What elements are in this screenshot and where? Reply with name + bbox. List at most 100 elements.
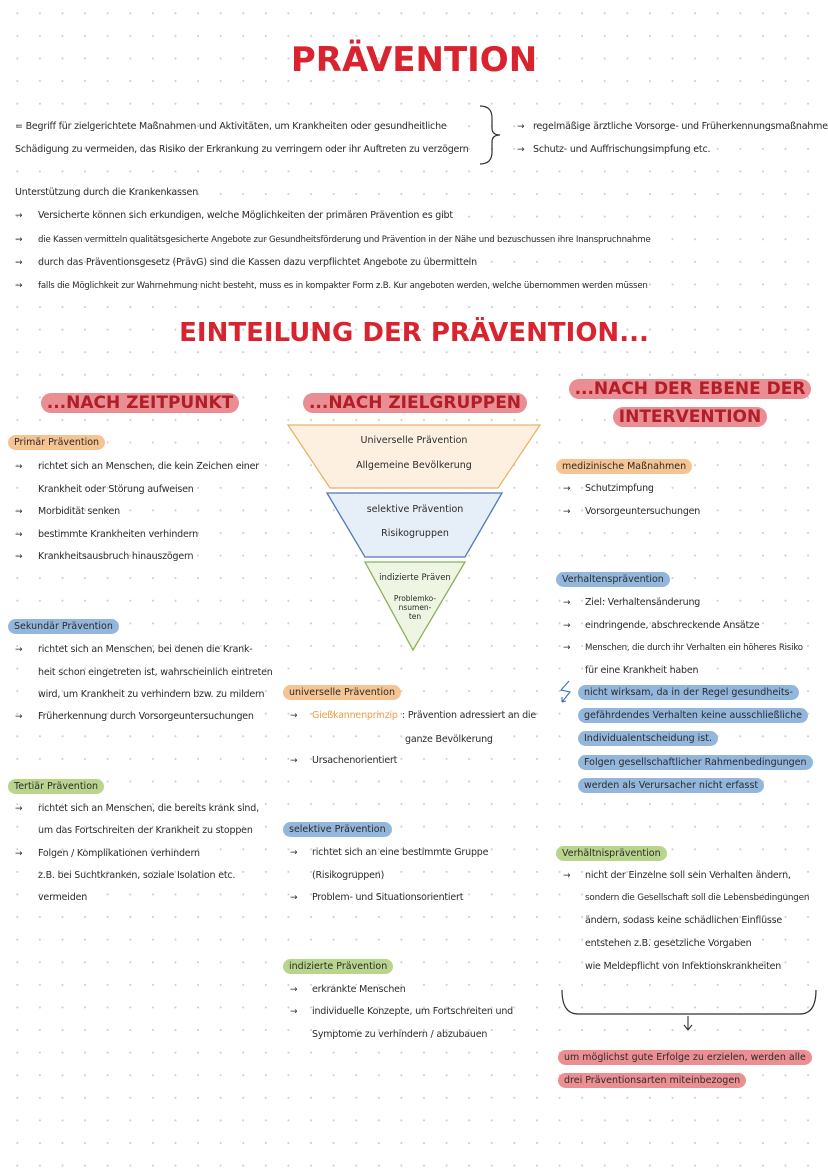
text-line: Krankheit oder Störung aufweisen bbox=[38, 484, 194, 495]
heading-zielgruppen: ...NACH ZIELGRUPPEN bbox=[290, 391, 540, 415]
text-line: für eine Krankheit haben bbox=[585, 665, 699, 676]
text-line: Ursachenorientiert bbox=[312, 755, 398, 766]
arrow-icon: → bbox=[15, 849, 23, 859]
arrow-icon: → bbox=[517, 145, 525, 155]
support-item: falls die Möglichkeit zur Wahrnehmung ni… bbox=[38, 281, 648, 291]
text-line: Folgen / Komplikationen verhindern bbox=[38, 848, 200, 859]
arrow-icon: → bbox=[15, 552, 23, 562]
text-line: Ziel: Verhaltensänderung bbox=[585, 597, 701, 608]
text-line: ändern, sodass keine schädlichen Einflüs… bbox=[585, 915, 783, 926]
pyramid-text: Risikogruppen bbox=[381, 528, 449, 539]
page-title: PRÄVENTION bbox=[290, 40, 538, 80]
section-title: EINTEILUNG DER PRÄVENTION... bbox=[179, 318, 649, 348]
label-indicated: indizierte Prävention bbox=[283, 959, 394, 974]
arrow-icon: → bbox=[15, 530, 23, 540]
arrow-icon: → bbox=[563, 643, 571, 653]
arrow-icon: → bbox=[517, 122, 525, 132]
text-line: ganze Bevölkerung bbox=[405, 734, 493, 745]
pyramid-level-universal bbox=[286, 424, 542, 489]
text-line: entstehen z.B. gesetzliche Vorgaben bbox=[585, 938, 752, 949]
text-line: wie Meldepflicht von Infektionskrankheit… bbox=[585, 961, 782, 972]
arrow-icon: → bbox=[15, 712, 23, 722]
text-line: richtet sich an Menschen, die bereits kr… bbox=[38, 803, 259, 814]
highlight-term: Gießkannenprinzip bbox=[312, 710, 398, 721]
text-line: richtet sich an Menschen, bei denen die … bbox=[38, 644, 253, 655]
label-medical: medizinische Maßnahmen bbox=[556, 459, 693, 474]
critique-line: nicht wirksam, da in der Regel gesundhei… bbox=[578, 685, 799, 700]
label-conditions: Verhältnisprävention bbox=[556, 846, 667, 861]
text-line: eindringende, abschreckende Ansätze bbox=[585, 620, 760, 631]
arrow-icon: → bbox=[563, 871, 571, 881]
arrow-icon: → bbox=[290, 848, 298, 858]
text-line: Menschen, die durch ihr Verhalten ein hö… bbox=[585, 643, 803, 653]
bracket-icon bbox=[479, 105, 501, 165]
pyramid-text: Allgemeine Bevölkerung bbox=[356, 460, 472, 471]
text-line: Krankheitsausbruch hinauszögern bbox=[38, 551, 194, 562]
arrow-icon: → bbox=[563, 598, 571, 608]
text-line: : Prävention adressiert an die bbox=[402, 710, 537, 721]
support-item: durch das Präventionsgesetz (PrävG) sind… bbox=[38, 257, 477, 268]
definition-line: = Begriff für zielgerichtete Maßnahmen u… bbox=[15, 121, 447, 132]
text-line: bestimmte Krankheiten verhindern bbox=[38, 529, 199, 540]
arrow-icon: → bbox=[15, 281, 23, 291]
text-line: nicht der Einzelne soll sein Verhalten ä… bbox=[585, 870, 791, 881]
arrow-icon: → bbox=[15, 507, 23, 517]
example-item: Schutz- und Auffrischungsimpfung etc. bbox=[533, 144, 711, 155]
text-line: individuelle Konzepte, um Fortschreiten … bbox=[312, 1006, 514, 1017]
arrow-icon: → bbox=[15, 235, 23, 245]
text-line: heit schon eingetreten ist, wahrscheinli… bbox=[38, 667, 273, 678]
support-heading: Unterstützung durch die Krankenkassen bbox=[15, 187, 199, 198]
text-line: Vorsorgeuntersuchungen bbox=[585, 506, 701, 517]
support-item: Versicherte können sich erkundigen, welc… bbox=[38, 210, 453, 221]
pyramid-text: Problemko- bbox=[393, 594, 437, 603]
text-line: Früherkennung durch Vorsorgeuntersuchung… bbox=[38, 711, 254, 722]
arrow-icon: → bbox=[15, 211, 23, 221]
definition-line: Schädigung zu vermeiden, das Risiko der … bbox=[15, 144, 469, 155]
arrow-icon: → bbox=[563, 621, 571, 631]
label-secondary: Sekundär Prävention bbox=[8, 619, 119, 634]
pyramid-text: indizierte Präven bbox=[379, 573, 451, 583]
text-line: Problem- und Situationsorientiert bbox=[312, 892, 464, 903]
text-line: Schutzimpfung bbox=[585, 483, 654, 494]
critique-line: Folgen gesellschaftlicher Rahmenbedingun… bbox=[578, 755, 813, 770]
critique-line: gefährdendes Verhalten keine ausschließl… bbox=[578, 708, 808, 723]
text-line: z.B. bei Suchtkranken, soziale Isolation… bbox=[38, 870, 236, 881]
text-line: richtet sich an Menschen, die kein Zeich… bbox=[38, 461, 259, 472]
heading-ebene: INTERVENTION bbox=[555, 405, 825, 429]
pyramid-text: nsumen- bbox=[398, 603, 432, 612]
arrow-icon: → bbox=[290, 893, 298, 903]
arrow-icon: → bbox=[290, 985, 298, 995]
label-universal: universelle Prävention bbox=[283, 685, 401, 700]
arrow-icon: → bbox=[290, 756, 298, 766]
arrow-icon: → bbox=[563, 507, 571, 517]
critique-line: Individualentscheidung ist. bbox=[578, 731, 718, 746]
arrow-icon: → bbox=[15, 645, 23, 655]
pyramid-text: selektive Prävention bbox=[366, 504, 464, 515]
brace-arrow-icon bbox=[561, 989, 817, 1031]
arrow-icon: → bbox=[563, 484, 571, 494]
example-item: regelmäßige ärztliche Vorsorge- und Früh… bbox=[533, 121, 828, 132]
label-behavior: Verhaltensprävention bbox=[556, 572, 670, 587]
support-item: die Kassen vermitteln qualitätsgesichert… bbox=[38, 235, 651, 245]
arrow-icon: → bbox=[15, 462, 23, 472]
text-line: vermeiden bbox=[38, 892, 88, 903]
arrow-icon: → bbox=[15, 258, 23, 268]
lightning-icon bbox=[559, 680, 571, 703]
pyramid-level-indicated bbox=[363, 561, 467, 652]
label-selective: selektive Prävention bbox=[283, 822, 392, 837]
label-tertiary: Tertiär Prävention bbox=[8, 779, 105, 794]
arrow-icon: → bbox=[290, 1007, 298, 1017]
text-line: Morbidität senken bbox=[38, 506, 120, 517]
heading-zeitpunkt: ...NACH ZEITPUNKT bbox=[20, 391, 260, 415]
text-line: richtet sich an eine bestimmte Gruppe bbox=[312, 847, 489, 858]
text-line: sondern die Gesellschaft soll die Lebens… bbox=[585, 893, 810, 903]
text-line: (Risikogruppen) bbox=[312, 870, 385, 881]
critique-line: werden als Verursacher nicht erfasst bbox=[578, 778, 765, 793]
conclusion-line: um möglichst gute Erfolge zu erzielen, w… bbox=[558, 1050, 812, 1065]
text-line: wird, um Krankheit zu verhindern bzw. zu… bbox=[38, 689, 265, 700]
conclusion-line: drei Präventionsarten miteinbezogen bbox=[558, 1073, 747, 1088]
pyramid-text: ten bbox=[408, 612, 422, 621]
label-primary: Primär Prävention bbox=[8, 435, 106, 450]
text-line: um das Fortschreiten der Krankheit zu st… bbox=[38, 825, 253, 836]
